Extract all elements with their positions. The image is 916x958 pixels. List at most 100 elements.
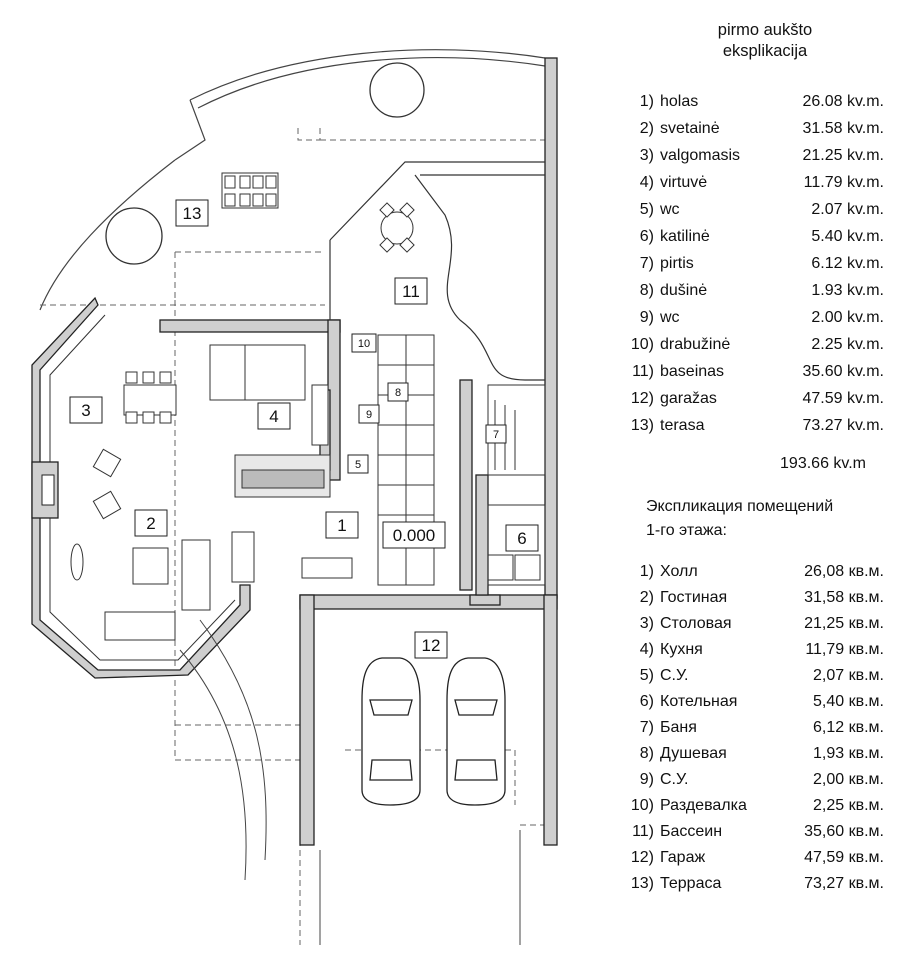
room-name: dušinė <box>660 281 708 299</box>
room-area: 73.27 kv.m. <box>802 416 884 434</box>
room-name: pirtis <box>660 254 694 272</box>
room-number: 9) <box>639 308 654 326</box>
room-area: 2.07 kv.m. <box>811 200 884 218</box>
room-label-box <box>325 511 359 539</box>
room-name: svetainė <box>660 119 720 137</box>
room-name: wc <box>660 200 680 218</box>
room-label-box <box>257 402 291 430</box>
room-number: 1) <box>639 563 654 580</box>
room-number: 12) <box>630 389 654 407</box>
room-area: 11.79 kv.m. <box>803 173 884 191</box>
legend-row: 5) wc 2.07 kv.m. <box>620 196 910 223</box>
room-area: 47.59 kv.m. <box>802 389 884 407</box>
room-number: 13) <box>630 875 654 892</box>
pool <box>329 161 545 381</box>
room-area: 1,93 кв.м. <box>813 745 884 762</box>
terrace-edge <box>39 49 546 311</box>
room-area: 35,60 кв.м. <box>804 823 884 840</box>
room-name: holas <box>660 92 699 110</box>
room-number: 5) <box>639 200 654 218</box>
room-area: 2,00 кв.м. <box>813 771 884 788</box>
room-label-box <box>134 509 168 537</box>
room-area: 11,79 кв.м. <box>805 641 884 658</box>
room-label: 8 <box>395 387 401 399</box>
room-number: 4) <box>639 641 654 658</box>
room-label: 12 <box>422 636 441 655</box>
room-number: 4) <box>639 173 654 191</box>
legend-row: 13) terasa 73.27 kv.m. <box>620 412 910 439</box>
legend-title-lt-line1: pirmo aukšto <box>717 21 813 39</box>
room-area: 2,25 кв.м. <box>813 797 884 814</box>
room-name: Бассеин <box>660 823 723 840</box>
legend-row: 5)С.У.2,07 кв.м. <box>620 663 910 689</box>
kitchen-units <box>209 344 331 498</box>
car-left <box>361 657 421 806</box>
room-label: 3 <box>81 401 90 420</box>
room-name: Душевая <box>660 745 727 762</box>
room-name: Раздевалка <box>660 797 747 814</box>
legend-row: 11) baseinas 35.60 kv.m. <box>620 358 910 385</box>
total-area: 193.66 kv.m <box>780 455 866 472</box>
room-number: 6) <box>639 227 654 245</box>
room-number: 10) <box>630 335 654 353</box>
room-label-box <box>351 333 377 353</box>
legend-row: 8) Душевая 1,93 кв.м. <box>620 741 910 767</box>
legend-title-ru-line1: Экспликация помещений <box>646 498 834 515</box>
room-name: terasa <box>660 416 705 434</box>
room-label-box <box>414 631 448 659</box>
room-name: Баня <box>660 719 697 736</box>
room-number: 8) <box>639 281 654 299</box>
walls <box>159 57 558 846</box>
planter <box>105 207 163 265</box>
room-area: 26.08 kv.m. <box>802 92 884 110</box>
room-label: 10 <box>358 338 370 350</box>
living-furniture <box>70 448 353 641</box>
room-area: 73,27 кв.м. <box>804 875 884 892</box>
room-area: 31,58 кв.м. <box>804 589 884 606</box>
room-name: Котельная <box>660 693 738 710</box>
room-label: 5 <box>355 459 361 471</box>
room-label-box <box>505 524 539 552</box>
room-name: С.У. <box>660 771 689 788</box>
planter <box>369 62 425 118</box>
living-inner-wall <box>49 314 236 661</box>
room-area: 2.00 kv.m. <box>811 308 884 326</box>
room-label-box <box>387 382 409 402</box>
room-number: 8) <box>639 745 654 762</box>
legend-row: 10) Раздевалка 2,25 кв.м. <box>620 793 910 819</box>
room-number: 3) <box>639 615 654 632</box>
room-number: 11) <box>632 362 654 380</box>
room-number: 13) <box>630 416 654 434</box>
room-name: baseinas <box>660 362 725 380</box>
room-number: 10) <box>630 797 654 814</box>
room-area: 47,59 кв.м. <box>804 849 884 866</box>
room-label: 6 <box>517 529 526 548</box>
room-name: Столовая <box>660 615 732 632</box>
room-area: 35.60 kv.m. <box>802 362 884 380</box>
room-number: 6) <box>639 693 654 710</box>
room-area: 21.25 kv.m. <box>802 146 884 164</box>
room-label-box <box>394 277 428 305</box>
driveway <box>179 619 521 945</box>
pool-table <box>379 202 415 253</box>
room-number: 5) <box>639 667 654 684</box>
room-area: 31.58 kv.m. <box>802 119 884 137</box>
room-name: virtuvė <box>660 173 708 191</box>
fireplace-inner <box>41 474 55 506</box>
legend-row: 9)С.У.2,00 кв.м. <box>620 767 910 793</box>
